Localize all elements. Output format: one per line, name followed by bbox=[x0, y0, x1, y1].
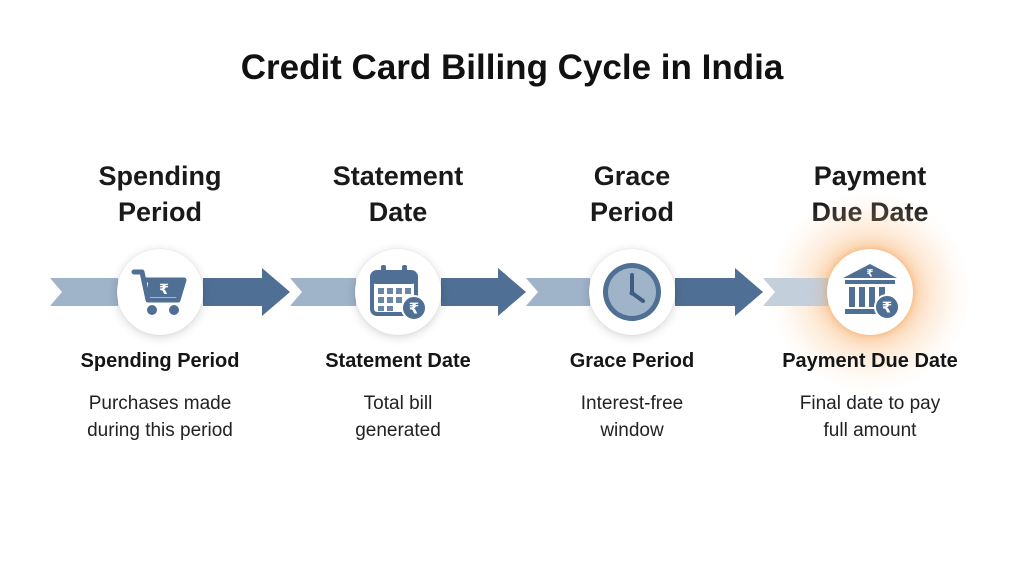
stage-heading-line: Period bbox=[117, 197, 203, 227]
description-line: full amount bbox=[823, 420, 917, 441]
flow-tail-band bbox=[50, 278, 118, 306]
stage-heading-statement: Statement Date bbox=[288, 158, 508, 230]
svg-text:₹: ₹ bbox=[882, 299, 892, 317]
description-line: Interest-free bbox=[580, 393, 684, 414]
stage-label-spending: Spending Period bbox=[80, 350, 240, 372]
flow-band-1 bbox=[290, 278, 356, 306]
stage-heading-spending: Spending Period bbox=[50, 158, 270, 230]
shopping-cart-rupee-icon: ₹ bbox=[131, 269, 187, 315]
svg-text:₹: ₹ bbox=[159, 282, 169, 298]
stage-label-grace: Grace Period bbox=[569, 350, 695, 372]
stage-description-grace: Interest-free window bbox=[512, 390, 752, 444]
stage-heading-line: Statement bbox=[332, 161, 464, 191]
calendar-rupee-icon: ₹ bbox=[370, 265, 427, 321]
bank-rupee-icon: ₹ ₹ bbox=[843, 264, 900, 320]
description-line: generated bbox=[355, 420, 441, 441]
flow-band-3 bbox=[763, 278, 828, 306]
description-line: Purchases made bbox=[88, 393, 232, 414]
stage-description-spending: Purchases made during this period bbox=[40, 390, 280, 444]
page-title: Credit Card Billing Cycle in India bbox=[240, 48, 784, 87]
svg-text:₹: ₹ bbox=[867, 269, 874, 280]
stage-icon-circle-payment: ₹ ₹ bbox=[827, 249, 913, 335]
stage-description-payment: Final date to pay full amount bbox=[750, 390, 990, 444]
stage-heading-line: Spending bbox=[98, 161, 222, 191]
stage-heading-grace: Grace Period bbox=[522, 158, 742, 230]
stage-icon-circle-grace bbox=[589, 249, 675, 335]
stage-heading-line: Date bbox=[368, 197, 428, 227]
stage-icon-circle-spending: ₹ bbox=[117, 249, 203, 335]
flow-arrow-2 bbox=[441, 268, 526, 316]
clock-icon bbox=[603, 263, 661, 321]
svg-text:₹: ₹ bbox=[409, 300, 419, 318]
stage-icon-circle-statement: ₹ bbox=[355, 249, 441, 335]
stage-heading-line: Grace bbox=[593, 161, 671, 191]
description-line: during this period bbox=[87, 420, 233, 441]
description-line: Total bill bbox=[363, 393, 433, 414]
stage-description-statement: Total bill generated bbox=[278, 390, 518, 444]
flow-band-2 bbox=[526, 278, 590, 306]
stage-heading-line: Period bbox=[589, 197, 675, 227]
stage-heading-line: Payment bbox=[813, 161, 927, 191]
description-line: Final date to pay bbox=[799, 393, 941, 414]
flow-arrow-3 bbox=[675, 268, 763, 316]
flow-arrow-track bbox=[50, 268, 828, 316]
description-line: window bbox=[600, 420, 664, 441]
flow-arrow-1 bbox=[203, 268, 290, 316]
stage-label-payment: Payment Due Date bbox=[782, 350, 958, 372]
stage-label-statement: Statement Date bbox=[325, 350, 471, 372]
